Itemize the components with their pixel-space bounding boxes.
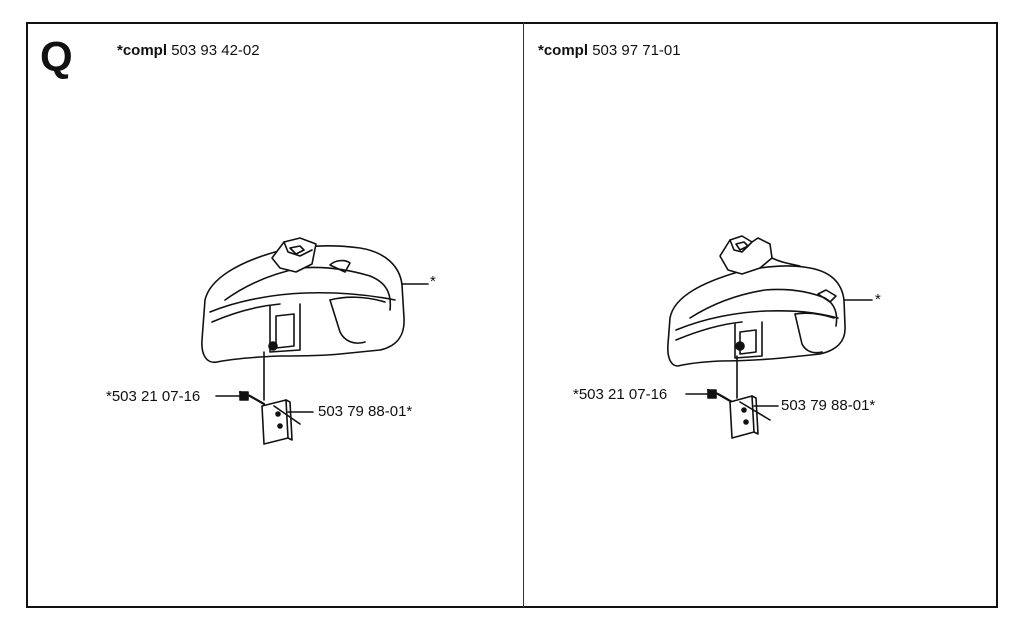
left-panel-heading: *compl 503 93 42-02 xyxy=(117,42,260,59)
right-panel-heading: *compl 503 97 71-01 xyxy=(538,42,681,59)
section-letter: Q xyxy=(40,33,73,80)
plate-callout: 503 79 88-01* xyxy=(318,403,413,420)
guard-callout: * xyxy=(875,291,881,308)
kit-part-number: 503 97 71-01 xyxy=(592,42,681,59)
right-plate xyxy=(729,395,779,439)
right-trimmer-guard xyxy=(667,235,846,367)
screw-callout: *503 21 07-16 xyxy=(573,386,668,403)
kit-part-number: 503 93 42-02 xyxy=(171,42,260,59)
plate-callout: 503 79 88-01* xyxy=(781,397,876,414)
right-screw xyxy=(685,388,734,404)
screw-callout: *503 21 07-16 xyxy=(106,388,201,405)
diagram-frame xyxy=(26,22,998,608)
compl-label: *compl xyxy=(117,42,168,59)
panel-divider xyxy=(523,22,524,608)
left-plate xyxy=(261,399,314,445)
left-trimmer-guard xyxy=(201,237,405,364)
left-screw xyxy=(215,390,266,406)
guard-callout: * xyxy=(430,273,436,290)
compl-label: *compl xyxy=(538,42,589,59)
